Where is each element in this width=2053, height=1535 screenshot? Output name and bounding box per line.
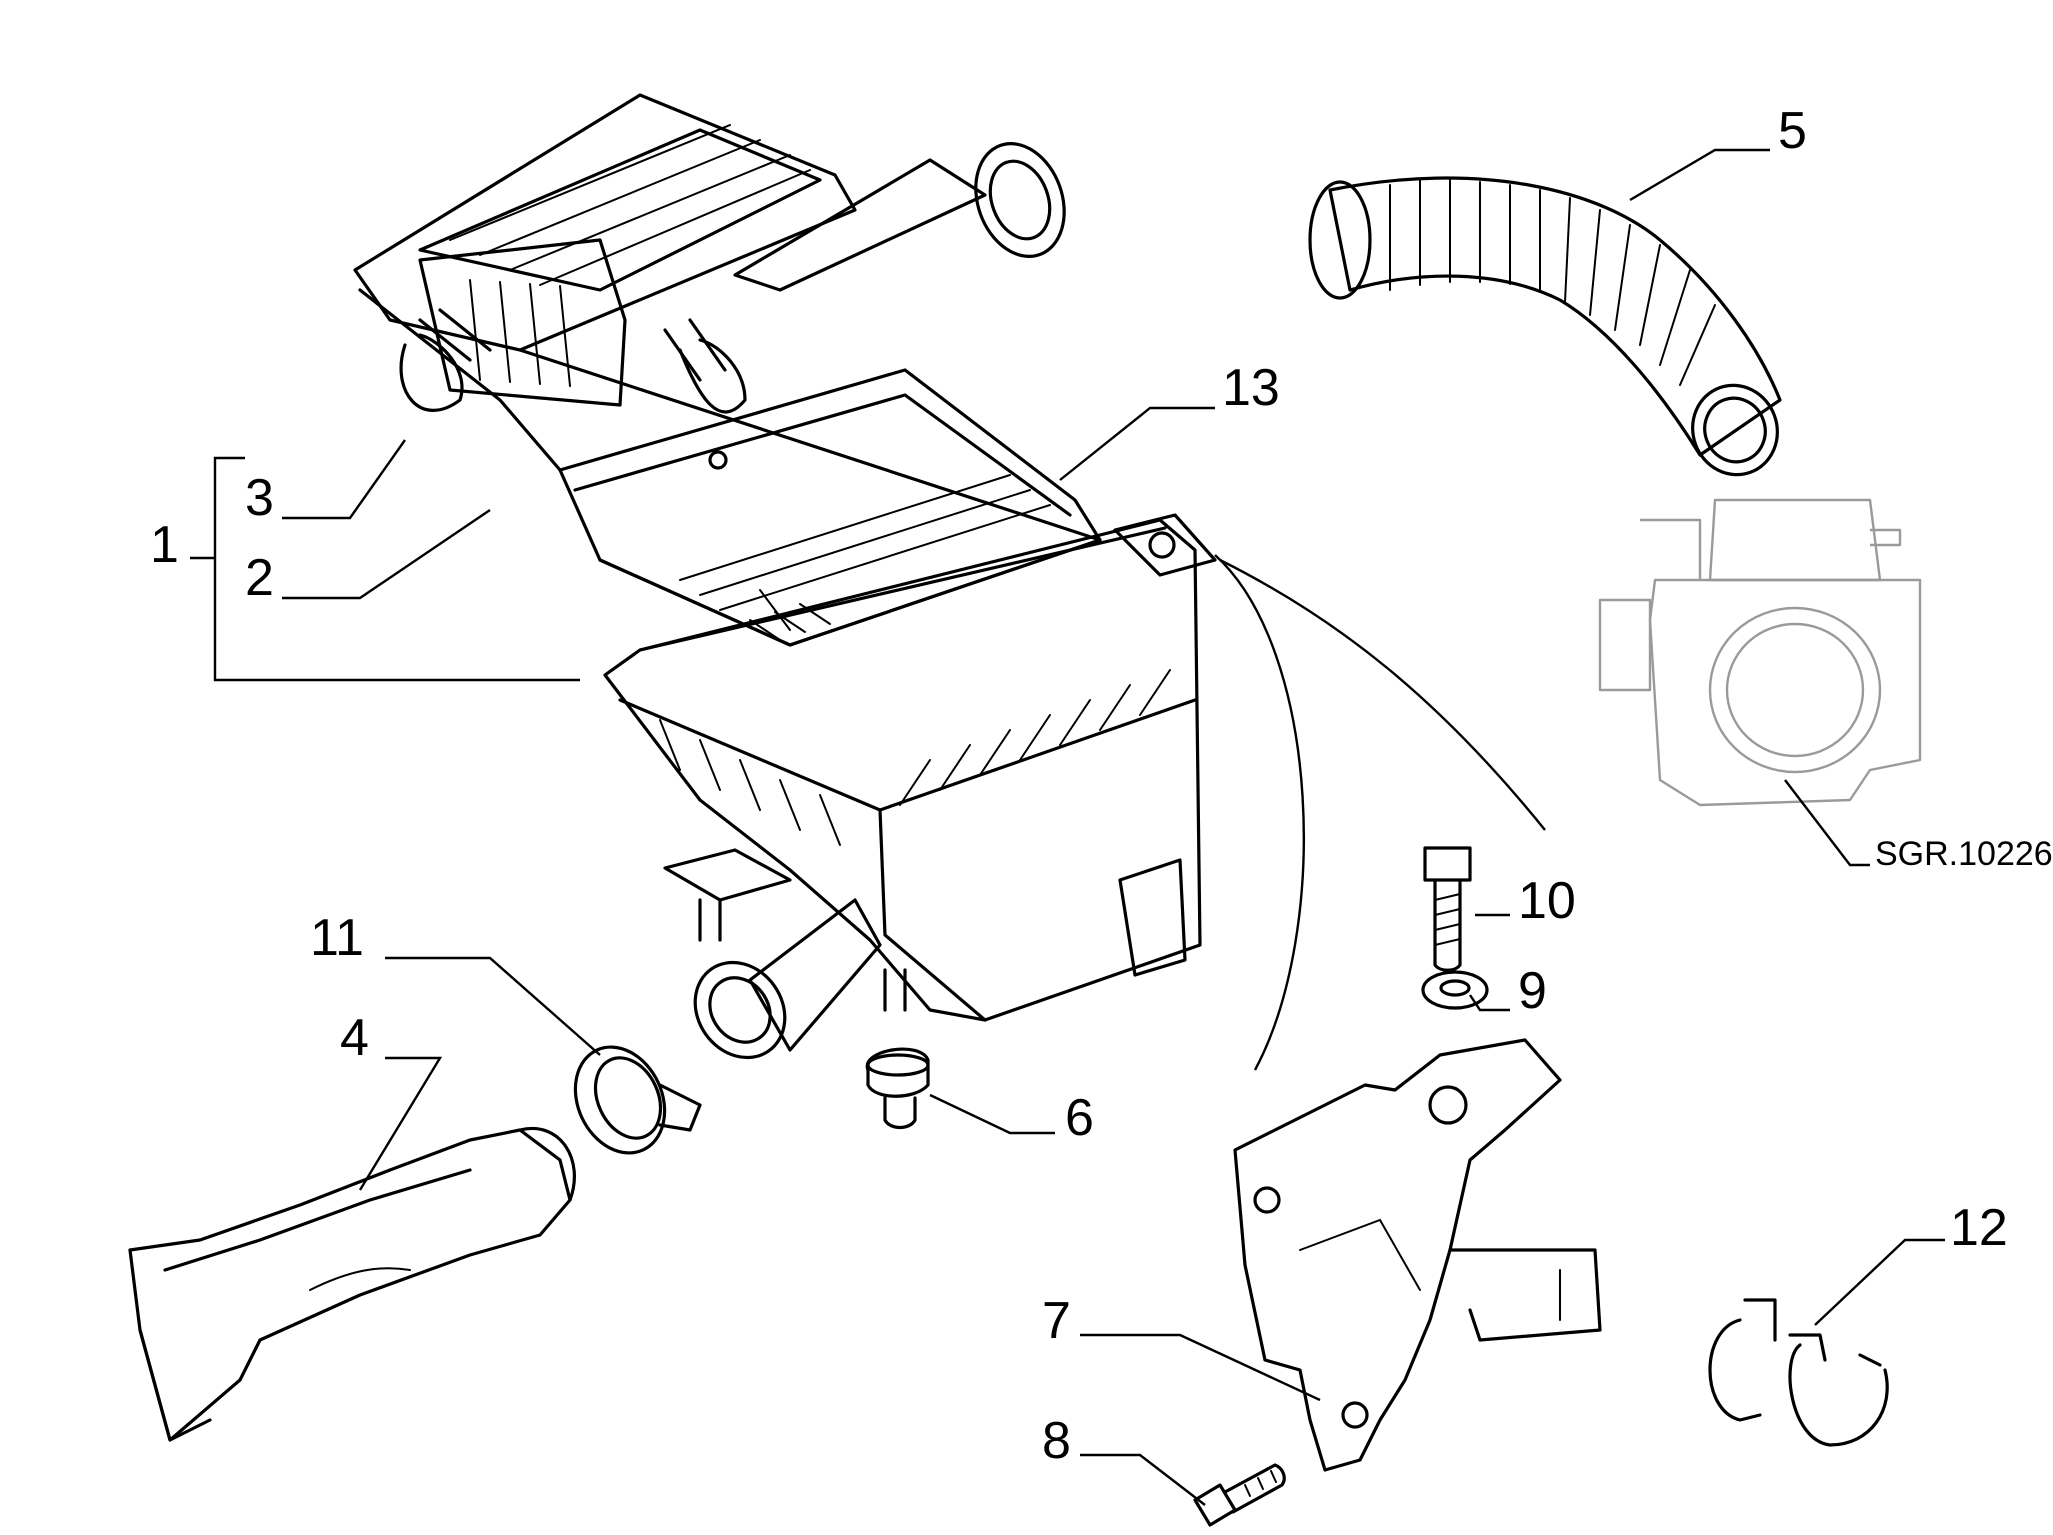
air-filter-housing [353,93,1217,1060]
throttle-body-reference [1598,498,1922,807]
leader-7 [1080,1333,1321,1402]
callout-10: 10 [1518,872,1576,930]
callout-2: 2 [245,549,274,607]
callout-7: 7 [1042,1292,1071,1350]
callout-11: 11 [310,909,364,967]
callout-labels: 1 3 2 13 5 11 4 6 10 9 7 8 12 SGR.10226 [150,102,2053,1470]
leader-5 [1629,148,1770,202]
leader-6 [929,1093,1055,1135]
air-intake-hose [1308,176,1782,477]
screw [1193,1463,1286,1527]
reference-code: SGR.10226 [1875,835,2053,873]
callout-8: 8 [1042,1412,1071,1470]
callout-4: 4 [340,1009,369,1067]
intake-duct [128,1126,576,1442]
leader-11 [385,956,601,1056]
bolt [1423,846,1472,972]
leader-lines [190,148,1945,1506]
leader-4 [358,1056,443,1191]
leader-13 [1059,406,1215,481]
leader-8 [1080,1453,1206,1506]
rubber-bushing [865,1047,930,1130]
mounting-bracket [1233,1038,1602,1472]
leader-3 [282,439,406,520]
leader-12 [1814,1238,1945,1326]
washer [1421,970,1489,1010]
callout-13: 13 [1222,359,1280,417]
connector-arc-2 [1219,558,1546,831]
callout-9: 9 [1518,962,1547,1020]
callout-12: 12 [1950,1199,2008,1257]
callout-6: 6 [1065,1089,1094,1147]
double-clip [1708,1298,1889,1447]
callout-5: 5 [1778,102,1807,160]
callout-3: 3 [245,469,274,527]
leader-2 [282,509,491,600]
connector-arc-1 [1214,554,1305,1071]
leader-9 [1469,994,1510,1012]
leader-1-bracket [190,456,580,682]
callout-1: 1 [150,516,179,574]
hose-clamp [573,1045,702,1155]
leader-ref [1784,779,1870,867]
